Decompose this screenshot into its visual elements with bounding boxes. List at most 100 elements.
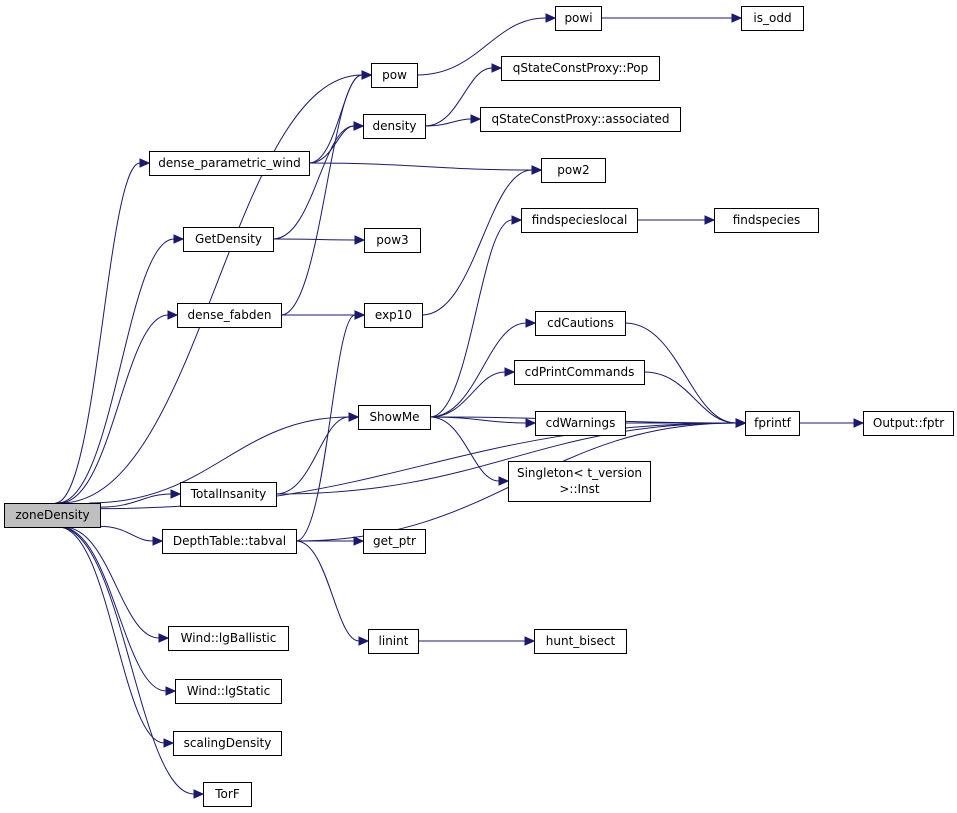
node-box (173, 731, 282, 756)
node-pow2[interactable]: pow2 (541, 158, 606, 183)
node-powi[interactable]: powi (555, 6, 602, 31)
node-box (175, 679, 282, 704)
arrowhead-icon (165, 686, 177, 696)
node-box (541, 158, 606, 183)
node-torf[interactable]: TorF (203, 782, 252, 807)
node-label: >::Inst (559, 482, 600, 496)
node-label: ShowMe (369, 410, 419, 424)
node-box (555, 6, 602, 31)
arrowhead-icon (853, 418, 865, 428)
arrowhead-icon (524, 636, 536, 646)
arrowhead-icon (353, 536, 365, 546)
node-lgb[interactable]: Wind::lgBallistic (168, 626, 289, 651)
node-label: dense_fabden (187, 308, 271, 322)
edge-zonedensity-to-dpw (55, 162, 141, 504)
node-box (168, 626, 289, 651)
node-label: get_ptr (373, 534, 416, 548)
node-tabval[interactable]: DepthTable::tabval (162, 529, 297, 554)
edge-zonedensity-to-fab (59, 314, 169, 504)
edge-dpw-to-pow2 (308, 162, 533, 171)
node-label: dense_parametric_wind (158, 156, 301, 170)
edge-fab-to-pow (280, 74, 363, 316)
node-box (368, 629, 419, 654)
node-dpw[interactable]: dense_parametric_wind (149, 151, 310, 176)
node-pow3[interactable]: pow3 (364, 228, 421, 253)
node-label: cdPrintCommands (525, 365, 635, 379)
node-box (508, 461, 651, 502)
node-ti[interactable]: TotalInsanity (180, 482, 277, 507)
edge-ti-to-showme (275, 416, 350, 495)
node-scd[interactable]: scalingDensity (173, 731, 282, 756)
edges-layer (55, 13, 865, 799)
arrowhead-icon (531, 165, 543, 175)
node-singleton[interactable]: Singleton< t_version>::Inst (508, 461, 651, 502)
edge-showme-to-cdpc (429, 371, 506, 418)
node-label: pow3 (376, 233, 408, 247)
node-label: scalingDensity (184, 736, 272, 750)
node-fptr[interactable]: Output::fptr (863, 411, 954, 436)
node-cdpc[interactable]: cdPrintCommands (514, 360, 645, 385)
node-hunt[interactable]: hunt_bisect (534, 629, 627, 654)
edge-showme-to-cdw (429, 416, 527, 424)
node-cdw[interactable]: cdWarnings (535, 411, 626, 436)
node-label: Singleton< t_version (517, 466, 642, 480)
node-box (363, 114, 426, 139)
node-fsl[interactable]: findspecieslocal (521, 208, 638, 233)
node-getdens[interactable]: GetDensity (183, 227, 274, 252)
node-label: DepthTable::tabval (173, 534, 286, 548)
node-lgs[interactable]: Wind::lgStatic (175, 679, 282, 704)
arrowhead-icon (358, 636, 370, 646)
node-label: Wind::lgStatic (187, 684, 271, 698)
arrowhead-icon (139, 158, 151, 168)
node-label: exp10 (375, 308, 412, 322)
arrowhead-icon (470, 114, 482, 124)
node-box (363, 529, 426, 554)
node-label: is_odd (753, 11, 791, 25)
node-linint[interactable]: linint (368, 629, 419, 654)
node-box (4, 503, 101, 528)
arrowhead-icon (158, 633, 170, 643)
node-fs[interactable]: findspecies (714, 208, 819, 233)
node-getptr[interactable]: get_ptr (363, 529, 426, 554)
node-box (714, 208, 819, 233)
arrowhead-icon (170, 489, 182, 499)
edge-cdc-to-fprintf (624, 322, 737, 424)
node-box (177, 303, 282, 328)
node-is-odd[interactable]: is_odd (741, 6, 804, 31)
node-fab[interactable]: dense_fabden (177, 303, 282, 328)
edge-density-to-qpop (424, 67, 493, 127)
edge-showme-to-cdc (429, 322, 527, 418)
edge-showme-to-fsl (429, 219, 513, 418)
node-label: findspecies (733, 213, 801, 227)
arrowhead-icon (361, 70, 373, 80)
edge-tabval-to-exp10 (295, 314, 356, 542)
edge-exp10-to-pow2 (421, 169, 533, 316)
node-exp10[interactable]: exp10 (364, 303, 423, 328)
edge-zonedensity-to-lgb (63, 526, 160, 639)
node-label: fprintf (754, 416, 791, 430)
node-qassoc[interactable]: qStateConstProxy::associated (480, 107, 681, 132)
node-box (535, 411, 626, 436)
node-label: GetDensity (195, 232, 262, 246)
node-zonedensity[interactable]: zoneDensity (4, 503, 101, 528)
arrowhead-icon (545, 13, 557, 23)
node-qpop[interactable]: qStateConstProxy::Pop (501, 56, 660, 81)
node-box (364, 303, 423, 328)
node-label: TotalInsanity (190, 487, 267, 501)
arrowhead-icon (193, 789, 205, 799)
node-showme[interactable]: ShowMe (358, 405, 431, 430)
node-box (358, 405, 431, 430)
arrowhead-icon (525, 318, 537, 328)
edge-zonedensity-to-pow (60, 74, 363, 504)
edge-showme-to-singleton (429, 416, 500, 482)
nodes-layer: zoneDensity pow powi is_odd qStateConstProxy… (4, 6, 954, 807)
arrowhead-icon (498, 476, 510, 486)
node-fprintf[interactable]: fprintf (745, 411, 800, 436)
edge-tabval-to-linint (295, 540, 360, 642)
arrowhead-icon (704, 215, 716, 225)
arrowhead-icon (173, 234, 185, 244)
node-density[interactable]: density (363, 114, 426, 139)
node-label: density (373, 119, 417, 133)
node-pow[interactable]: pow (371, 63, 418, 88)
node-cdc[interactable]: cdCautions (535, 311, 626, 336)
